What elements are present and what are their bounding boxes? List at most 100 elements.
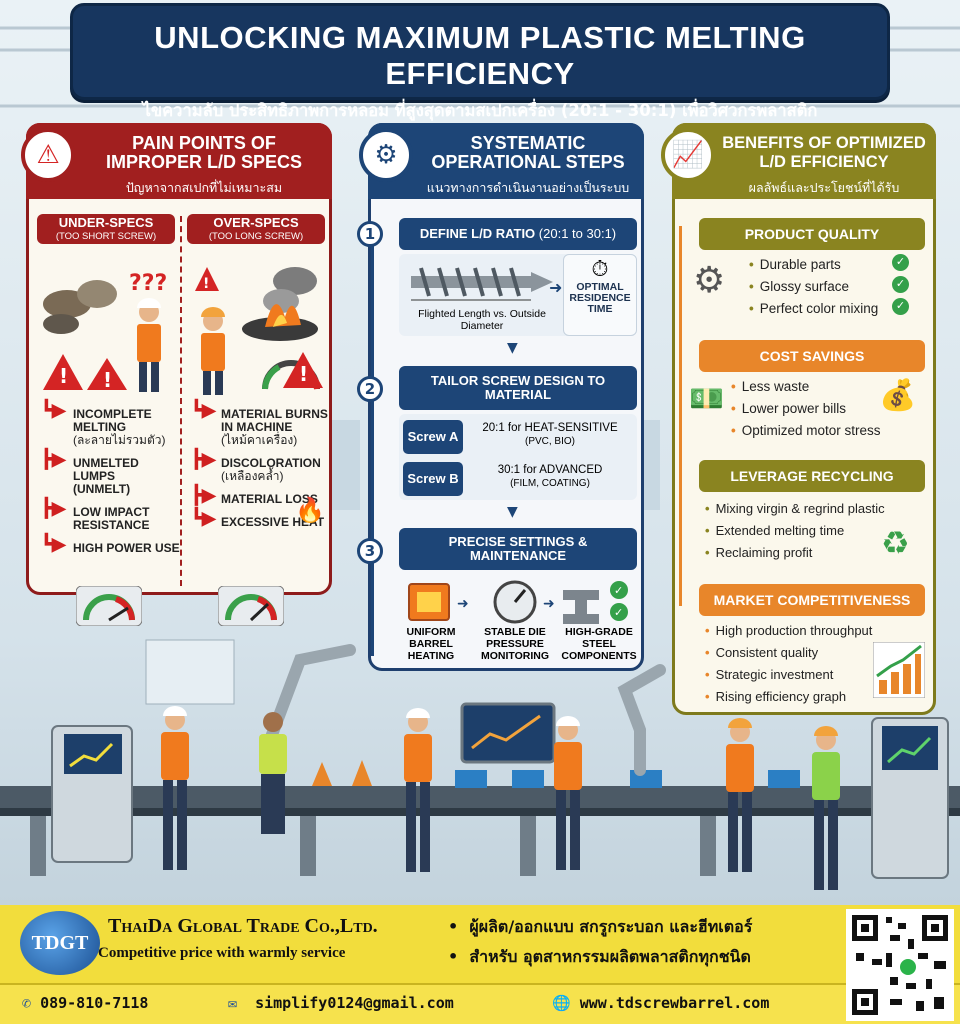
svg-text:???: ??? <box>129 271 167 296</box>
phone-icon: ✆ <box>22 994 32 1012</box>
pain-item: MATERIAL BURNS IN MACHINE <box>221 407 328 434</box>
svg-text:!: ! <box>203 276 209 292</box>
steps-title-1: SYSTEMATIC <box>470 133 586 153</box>
benefits-title-th: ผลลัพธ์และประโยชน์ที่ได้รับ <box>748 180 900 195</box>
over-specs-list: ┗▶MATERIAL BURNS IN MACHINE(ไหม้คาเครื่อ… <box>191 400 328 529</box>
burning-material-icon: ! <box>195 267 320 395</box>
benefit-item: Rising efficiency graph <box>715 689 847 704</box>
market-list: •High production throughput •Consistent … <box>705 623 873 704</box>
warning-icon: ⚠ <box>21 128 75 182</box>
pain-item: HIGH POWER USE <box>73 541 180 555</box>
steps-title-2: OPERATIONAL STEPS <box>431 152 625 172</box>
rising-graph-icon <box>873 642 925 698</box>
company-name: ThaiDa Global Trade Co.,Ltd. <box>108 915 378 937</box>
check-icon: ✓ <box>892 254 909 271</box>
factory-scene-icon <box>0 26 960 890</box>
company-slogan: Competitive price with warmly service <box>98 945 346 961</box>
step-2-bar: TAILOR SCREW DESIGN TO MATERIAL <box>399 366 637 410</box>
step-3-bar: PRECISE SETTINGS & MAINTENANCE <box>399 528 637 570</box>
under-specs-label: UNDER-SPECS(TOO SHORT SCREW) <box>37 214 175 244</box>
benefits-title-1: BENEFITS OF OPTIMIZED <box>722 134 926 152</box>
pain-item: DISCOLORATION <box>221 456 321 470</box>
screw-b-label: Screw B <box>403 462 463 496</box>
gauge-icon <box>76 586 142 626</box>
benefit-item: Mixing virgin & regrind plastic <box>715 501 885 516</box>
svg-text:➜: ➜ <box>543 596 555 612</box>
arrow-right-icon: ➜ <box>549 278 563 297</box>
steel-components-caption: HIGH-GRADE STEEL COMPONENTS <box>561 626 637 662</box>
over-specs-label: OVER-SPECS(TOO LONG SCREW) <box>187 214 325 244</box>
footer: TDGT ThaiDa Global Trade Co.,Ltd. Compet… <box>0 905 960 1024</box>
footer-bottom <box>0 983 960 1024</box>
svg-text:✓: ✓ <box>614 584 623 597</box>
alert-triangle-icon: ! <box>87 358 127 392</box>
pain-item: INCOMPLETE MELTING <box>73 407 152 434</box>
website-contact[interactable]: 🌐 www.tdscrewbarrel.com <box>552 994 770 1012</box>
check-icon: ✓ <box>892 298 909 315</box>
pain-item-th: (ละลายไม่รวมตัว) <box>73 433 166 447</box>
gear-check-icon: ⚙ <box>359 128 413 182</box>
email-icon: ✉ <box>228 994 238 1012</box>
cost-savings-label: COST SAVINGS <box>699 340 925 372</box>
screw-a-text: 20:1 for HEAT-SENSITIVE(PVC, BIO) <box>482 422 618 447</box>
die-pressure-caption: STABLE DIE PRESSURE MONITORING <box>480 626 550 662</box>
step-number: 2 <box>357 376 383 402</box>
pain-title-1: PAIN POINTS OF <box>132 133 276 153</box>
timer-box: ⏱ OPTIMAL RESIDENCE TIME <box>563 254 637 336</box>
market-competitiveness-label: MARKET COMPETITIVENESS <box>699 584 925 616</box>
fire-icon: 🔥 <box>295 497 325 524</box>
pain-item-sub: (UNMELT) <box>73 482 131 496</box>
page-title: UNLOCKING MAXIMUM PLASTIC MELTING EFFICI… <box>154 20 806 91</box>
benefit-item: High production throughput <box>715 623 873 638</box>
benefit-item: Consistent quality <box>715 645 819 660</box>
stopwatch-icon: ⏱ <box>591 257 609 282</box>
divider <box>180 216 182 586</box>
pain-item: LOW IMPACT RESISTANCE <box>73 505 150 532</box>
benefit-item: Lower power bills <box>741 401 847 416</box>
alert-triangle-icon: ! <box>283 352 323 388</box>
growth-chart-icon: 📈 <box>661 128 715 182</box>
benefit-item: Extended melting time <box>715 523 845 538</box>
step-number: 1 <box>357 221 383 247</box>
rocks-worker-icon: ??? <box>43 271 167 392</box>
benefit-item: Glossy surface <box>759 279 850 294</box>
email-contact[interactable]: ✉ simplify0124@gmail.com <box>228 994 454 1012</box>
steps-title-th: แนวทางการดำเนินงานอย่างเป็นระบบ <box>426 180 630 195</box>
pain-title-2: IMPROPER L/D SPECS <box>105 152 303 172</box>
pain-item: MATERIAL LOSS <box>221 492 318 506</box>
pain-title-th: ปัญหาจากสเปกที่ไม่เหมาะสม <box>125 180 283 195</box>
recycle-icon: ♻ <box>881 524 910 562</box>
under-specs-list: ┗▶INCOMPLETE MELTING(ละลายไม่รวมตัว) ┣▶U… <box>41 400 180 555</box>
cost-list: •Less waste •Lower power bills •Optimize… <box>731 379 881 438</box>
page-subtitle: ไขความลับ ประสิทธิภาพการหลอม ที่สูงสุดตา… <box>142 101 818 120</box>
money-icon: 💵 <box>689 382 724 415</box>
screw-b-text: 30:1 for ADVANCED(FILM, COATING) <box>497 464 603 489</box>
screw-caption: Flighted Length vs. Outside Diameter <box>418 308 546 332</box>
screw-icon <box>411 267 553 301</box>
svg-text:✓: ✓ <box>614 606 623 619</box>
arrow-down-icon: ▼ <box>507 504 518 520</box>
money-bag-icon: 💰 <box>879 378 917 413</box>
qr-code-icon <box>846 909 954 1021</box>
barrel-heating-caption: UNIFORM BARREL HEATING <box>406 626 456 662</box>
footer-th-1: • ผู้ผลิต/ออกแบบ สกรูกระบอก และฮีทเตอร์ <box>448 917 753 936</box>
globe-icon: 🌐 <box>552 994 571 1012</box>
benefit-item: Durable parts <box>759 257 841 272</box>
benefits-title-2: L/D EFFICIENCY <box>759 153 889 171</box>
benefit-item: Strategic investment <box>715 667 834 682</box>
phone-contact[interactable]: ✆ 089-810-7118 <box>22 994 149 1012</box>
steps-line <box>371 226 374 656</box>
maintenance-icons: ➜ ➜ ✓✓ <box>408 580 628 624</box>
footer-th-2: • สำหรับ อุตสาหกรรมผลิตพลาสติกทุกชนิด <box>448 947 751 966</box>
benefit-item: Optimized motor stress <box>741 423 881 438</box>
company-logo: TDGT <box>20 911 100 975</box>
product-quality-label: PRODUCT QUALITY <box>699 218 925 250</box>
alert-triangle-icon: ! <box>43 354 83 390</box>
recycling-list: •Mixing virgin & regrind plastic •Extend… <box>705 501 885 560</box>
header-banner: UNLOCKING MAXIMUM PLASTIC MELTING EFFICI… <box>70 3 890 120</box>
footer-top <box>0 905 960 983</box>
